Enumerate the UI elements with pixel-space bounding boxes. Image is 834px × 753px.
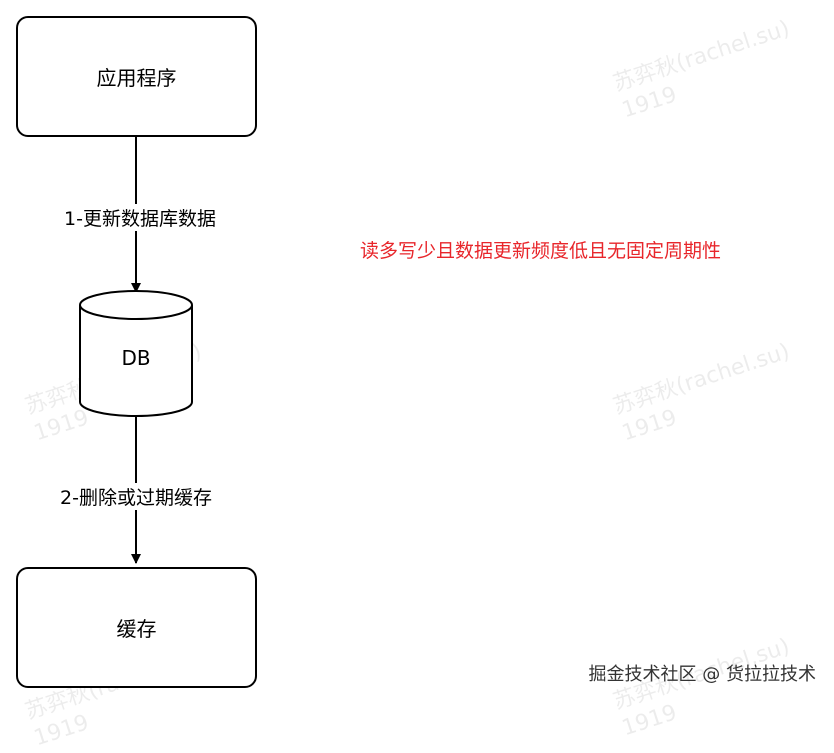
node-app-label: 应用程序 — [96, 66, 177, 90]
diagram-canvas: 苏弈秋(rachel.su) 1919 苏弈秋(rachel.su) 1919 … — [16, 16, 816, 751]
scenario-note: 读多写少且数据更新频度低且无固定周期性 — [360, 240, 722, 262]
node-db-label: DB — [121, 346, 151, 370]
footer-credit: 掘金技术社区 @ 货拉拉技术 — [588, 664, 816, 685]
node-app: 应用程序 — [16, 16, 257, 137]
node-cache: 缓存 — [16, 567, 257, 688]
edge-label-step1: 1-更新数据库数据 — [64, 204, 216, 231]
diagram-svg — [79, 137, 193, 564]
db-cylinder — [79, 290, 193, 417]
edge-label-step2: 2-删除或过期缓存 — [60, 483, 212, 510]
node-cache-label: 缓存 — [116, 617, 157, 641]
